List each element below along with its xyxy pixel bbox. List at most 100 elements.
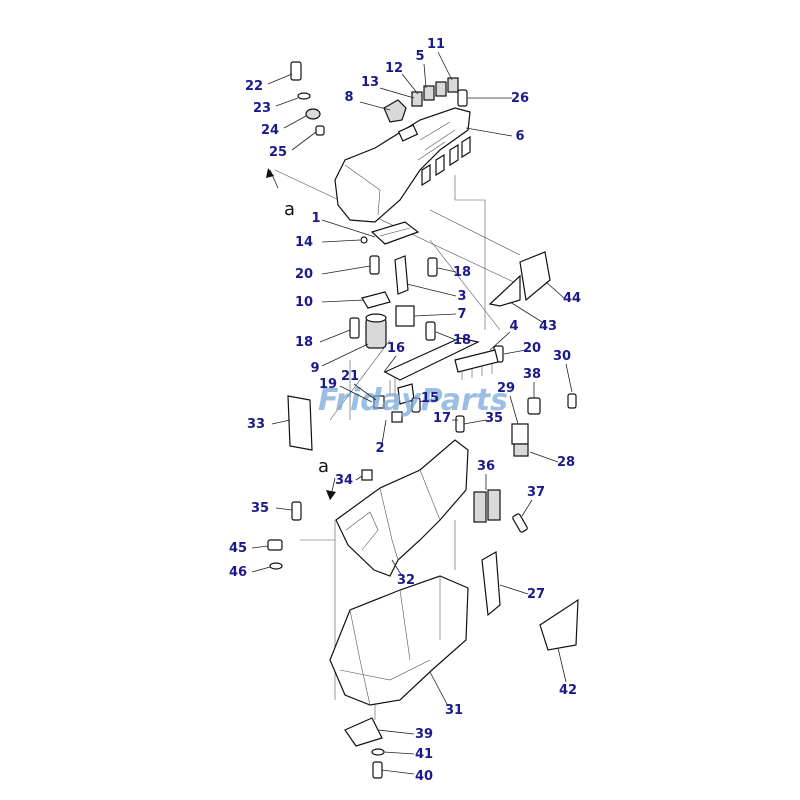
side-trim-43 (488, 274, 521, 307)
leader-line-35 (275, 507, 293, 511)
callout-37: 37 (527, 485, 545, 500)
leader-line-18 (435, 331, 457, 341)
leader-line-34 (355, 475, 363, 481)
leader-line-18 (437, 267, 457, 273)
bolts-lower-left (267, 501, 302, 570)
leader-line-14 (321, 239, 361, 243)
leader-line-13 (379, 87, 415, 99)
leader-line-21 (353, 383, 377, 401)
cover-42 (539, 598, 579, 651)
leader-line-27 (499, 584, 529, 595)
leader-line-5 (423, 63, 427, 89)
callout-30: 30 (553, 349, 571, 364)
leader-line-20 (321, 265, 371, 275)
callout-4: 4 (509, 319, 518, 334)
callout-13: 13 (361, 75, 379, 90)
view-marker-a-top: a (284, 199, 295, 220)
leader-line-46 (251, 566, 271, 573)
cover-27 (481, 551, 501, 617)
callout-18: 18 (453, 265, 471, 280)
callout-26: 26 (511, 91, 529, 106)
plate-33 (287, 395, 313, 451)
callout-33: 33 (247, 417, 265, 432)
callout-12: 12 (385, 61, 403, 76)
bracket-34 (361, 469, 373, 481)
leader-lines (251, 51, 573, 775)
leader-line-10 (321, 299, 365, 303)
view-arrows (266, 168, 336, 501)
callout-7: 7 (457, 307, 466, 322)
callout-15: 15 (421, 391, 439, 406)
callout-8: 8 (344, 90, 353, 105)
callout-46: 46 (229, 565, 247, 580)
bracket-10 (361, 291, 391, 309)
callout-34: 34 (335, 473, 353, 488)
callout-16: 16 (387, 341, 405, 356)
callout-20: 20 (295, 267, 313, 282)
leader-line-31 (429, 671, 449, 707)
rotary-switch-9 (365, 313, 387, 349)
connector-4 (454, 349, 499, 380)
callout-6: 6 (515, 129, 524, 144)
callout-44: 44 (563, 291, 581, 306)
callout-32: 32 (397, 573, 415, 588)
leader-line-9 (321, 343, 369, 367)
callout-24: 24 (261, 123, 279, 138)
leader-line-2 (381, 419, 387, 445)
leader-line-43 (509, 301, 543, 323)
callout-35: 35 (251, 501, 269, 516)
leader-line-23 (275, 97, 299, 107)
hardware-bottom (344, 717, 385, 779)
callout-2: 2 (375, 441, 384, 456)
callout-23: 23 (253, 101, 271, 116)
callout-25: 25 (269, 145, 287, 160)
callout-18: 18 (453, 333, 471, 348)
leader-line-24 (283, 115, 307, 129)
leader-line-12 (401, 73, 419, 95)
leader-line-44 (545, 281, 565, 299)
callout-42: 42 (559, 683, 577, 698)
leader-line-8 (359, 101, 391, 111)
callout-10: 10 (295, 295, 313, 310)
bolt-26 (457, 89, 468, 107)
callout-14: 14 (295, 235, 313, 250)
leader-line-4 (489, 331, 511, 351)
callout-43: 43 (539, 319, 557, 334)
bracket-plate (370, 221, 420, 245)
lower-cover (329, 575, 469, 706)
callout-27: 27 (527, 587, 545, 602)
leader-line-45 (251, 545, 269, 549)
small-parts (373, 383, 465, 433)
callout-41: 41 (415, 747, 433, 762)
bracket-3 (394, 255, 409, 295)
callout-29: 29 (497, 381, 515, 396)
leader-line-1 (321, 219, 376, 238)
leader-line-29 (509, 395, 519, 425)
relays-36 (473, 489, 501, 523)
leader-line-3 (406, 283, 457, 297)
callout-18: 18 (295, 335, 313, 350)
leader-line-39 (377, 729, 415, 735)
relay-group (511, 393, 577, 457)
leader-line-20 (503, 349, 527, 355)
side-trim-44 (519, 251, 551, 302)
callout-45: 45 (229, 541, 247, 556)
callout-3: 3 (457, 289, 466, 304)
callout-5: 5 (415, 49, 424, 64)
leader-line-6 (465, 127, 513, 137)
callout-17: 17 (433, 411, 451, 426)
callout-39: 39 (415, 727, 433, 742)
callout-9: 9 (310, 361, 319, 376)
callout-20: 20 (523, 341, 541, 356)
leader-line-42 (557, 647, 567, 683)
wire-harness (383, 337, 480, 400)
leader-line-30 (565, 363, 573, 393)
leader-line-19 (339, 385, 373, 403)
leader-line-33 (271, 419, 291, 425)
view-marker-a-bottom: a (318, 456, 329, 477)
leader-line-40 (381, 769, 415, 775)
callout-38: 38 (523, 367, 541, 382)
